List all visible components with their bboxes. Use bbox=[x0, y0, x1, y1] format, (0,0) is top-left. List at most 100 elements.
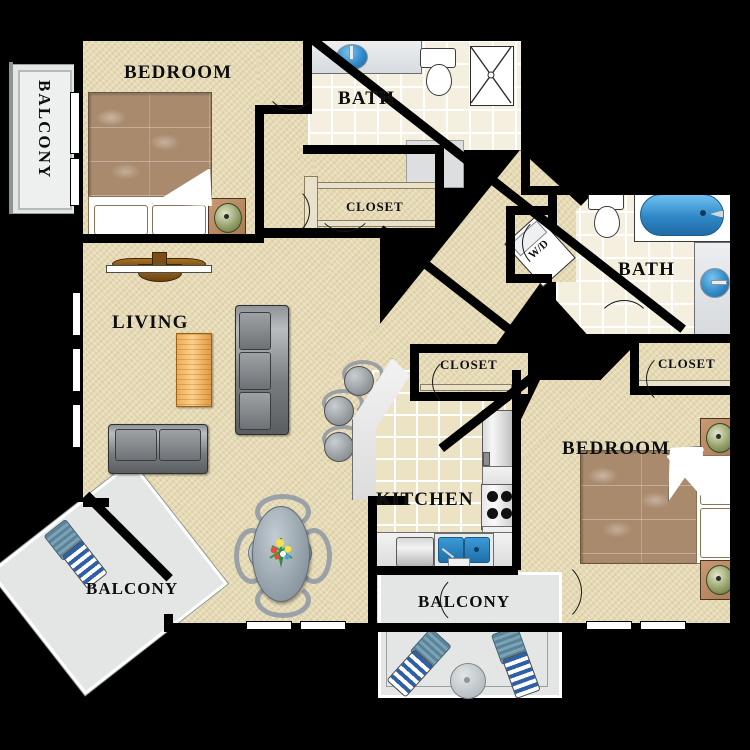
wall-bedroom-left-bottom bbox=[74, 234, 264, 243]
wall-laundry-left bbox=[506, 206, 515, 282]
wall-kitchen-drop bbox=[368, 566, 377, 632]
bath-right-faucet bbox=[711, 280, 727, 285]
window-bottom-1 bbox=[246, 621, 292, 630]
wall-closet-mid-left bbox=[410, 344, 419, 400]
label-closet-mid: CLOSET bbox=[440, 357, 498, 372]
label-living: LIVING bbox=[112, 312, 189, 333]
door-swing-closet-top bbox=[316, 176, 374, 232]
loveseat-cushion-1 bbox=[115, 429, 157, 461]
door-swing-balcony-bottom bbox=[440, 574, 494, 626]
wall-closet-right-left bbox=[630, 342, 639, 394]
dining-chair-back-top bbox=[255, 494, 311, 530]
wall-laundry-bottom bbox=[506, 274, 552, 283]
label-kitchen: KITCHEN bbox=[376, 489, 474, 510]
wall-closet-top-bottom bbox=[264, 228, 444, 237]
bar-stool-2 bbox=[324, 396, 354, 426]
lamp-right-bedroom-bottom-center bbox=[716, 576, 721, 581]
dining-chair-back-right bbox=[296, 528, 332, 584]
wall-bath-right-left bbox=[548, 190, 557, 228]
door-swing-bedroom-right bbox=[520, 560, 582, 624]
wall-bottom-balc-left bbox=[368, 623, 514, 632]
sofa-cushion-1 bbox=[239, 312, 271, 350]
range-stove bbox=[481, 484, 517, 530]
label-closet-right: CLOSET bbox=[658, 356, 716, 371]
wall-bath-closet-sep bbox=[303, 145, 443, 154]
bath-right-bathtub-water bbox=[640, 194, 724, 236]
sink-drain-dot bbox=[474, 547, 479, 552]
patio-table-center-dot bbox=[464, 677, 470, 683]
flower-centerpiece bbox=[266, 534, 296, 568]
wall-kitchen-bar-base bbox=[368, 496, 408, 505]
lamp-right-bedroom-top-center bbox=[716, 434, 721, 439]
wall-kitchen-right bbox=[512, 370, 521, 570]
window-balcony-left-door bbox=[70, 92, 80, 154]
wall-sw-corner-left bbox=[83, 498, 109, 507]
wall-right-outer bbox=[730, 186, 739, 632]
ceiling-fan-light-bar bbox=[106, 265, 212, 273]
door-swing-hall-left bbox=[262, 186, 310, 236]
wall-top-right-step bbox=[521, 32, 530, 194]
bar-stool-1 bbox=[344, 366, 374, 396]
range-burner-2 bbox=[501, 491, 512, 502]
sofa-cushion-3 bbox=[239, 392, 271, 430]
label-bath-right: BATH bbox=[618, 259, 675, 280]
wall-closet-top-right bbox=[435, 145, 444, 237]
bed-right-pillow-2 bbox=[700, 508, 732, 558]
wall-kitchen-left-lower bbox=[368, 500, 377, 572]
window-bottom-2 bbox=[300, 621, 346, 630]
wall-bath-right-bottom bbox=[570, 334, 738, 343]
bed-left-pillow-1 bbox=[94, 205, 148, 235]
wall-hall-left-jamb bbox=[255, 145, 264, 185]
sofa-cushion-2 bbox=[239, 352, 271, 390]
loveseat-cushion-2 bbox=[159, 429, 201, 461]
dining-chair-back-left bbox=[234, 528, 270, 584]
label-bath-top: BATH bbox=[338, 88, 395, 109]
window-left-1 bbox=[72, 292, 81, 336]
door-swing-bath-right bbox=[596, 300, 652, 354]
refrigerator-handle bbox=[483, 452, 490, 466]
label-balcony-left: BALCONY bbox=[35, 80, 54, 180]
window-left-2 bbox=[72, 348, 81, 392]
bath-top-shower-x bbox=[470, 46, 512, 104]
window-balcony-left-door-2 bbox=[70, 158, 80, 206]
range-burner-4 bbox=[501, 508, 512, 519]
dishwasher bbox=[396, 537, 434, 567]
balcony-left-rail bbox=[18, 70, 72, 210]
wall-closet-mid-top bbox=[410, 344, 532, 353]
bar-stool-3 bbox=[324, 432, 354, 462]
lamp-left-bedroom-center bbox=[224, 214, 229, 219]
door-swing-bedroom-left bbox=[264, 52, 318, 110]
lamp-right-bedroom-bottom bbox=[706, 565, 734, 595]
wall-balcony-left-frame bbox=[9, 62, 13, 214]
ceiling-fan bbox=[106, 252, 212, 282]
bath-right-tub-drain bbox=[700, 210, 706, 216]
flower-centerpiece-svg bbox=[269, 538, 293, 568]
wall-upper-right-run bbox=[521, 186, 739, 195]
bed-left-pillow-2 bbox=[152, 205, 206, 235]
bath-top-faucet bbox=[349, 45, 354, 60]
bar-stool-back-2 bbox=[322, 389, 364, 417]
range-burner-3 bbox=[487, 508, 498, 519]
loveseat bbox=[108, 424, 208, 474]
label-balcony-sw: BALCONY bbox=[86, 579, 179, 598]
window-bedroom-right-1 bbox=[586, 621, 632, 630]
label-bedroom-left: BEDROOM bbox=[124, 62, 233, 83]
door-swing-laundry bbox=[522, 216, 576, 270]
wall-left-outer bbox=[74, 32, 83, 502]
label-closet-top: CLOSET bbox=[346, 199, 404, 214]
wall-sw-corner-bottom bbox=[164, 614, 173, 632]
door-swing-closet-mid bbox=[432, 356, 486, 408]
wall-laundry-top bbox=[506, 206, 548, 215]
door-swing-closet-right bbox=[646, 352, 702, 406]
coffee-table bbox=[176, 333, 212, 407]
dining-chair-back-bottom bbox=[255, 582, 311, 618]
bath-top-toilet-bowl bbox=[426, 64, 452, 96]
shower-cross-svg bbox=[470, 46, 512, 104]
label-bedroom-right: BEDROOM bbox=[562, 438, 671, 459]
wall-bottom-kitchen bbox=[368, 566, 518, 575]
sofa-three-seat bbox=[235, 305, 289, 435]
window-bedroom-right-2 bbox=[640, 621, 686, 630]
range-burner-1 bbox=[487, 491, 498, 502]
label-balcony-bottom: BALCONY bbox=[418, 592, 511, 611]
